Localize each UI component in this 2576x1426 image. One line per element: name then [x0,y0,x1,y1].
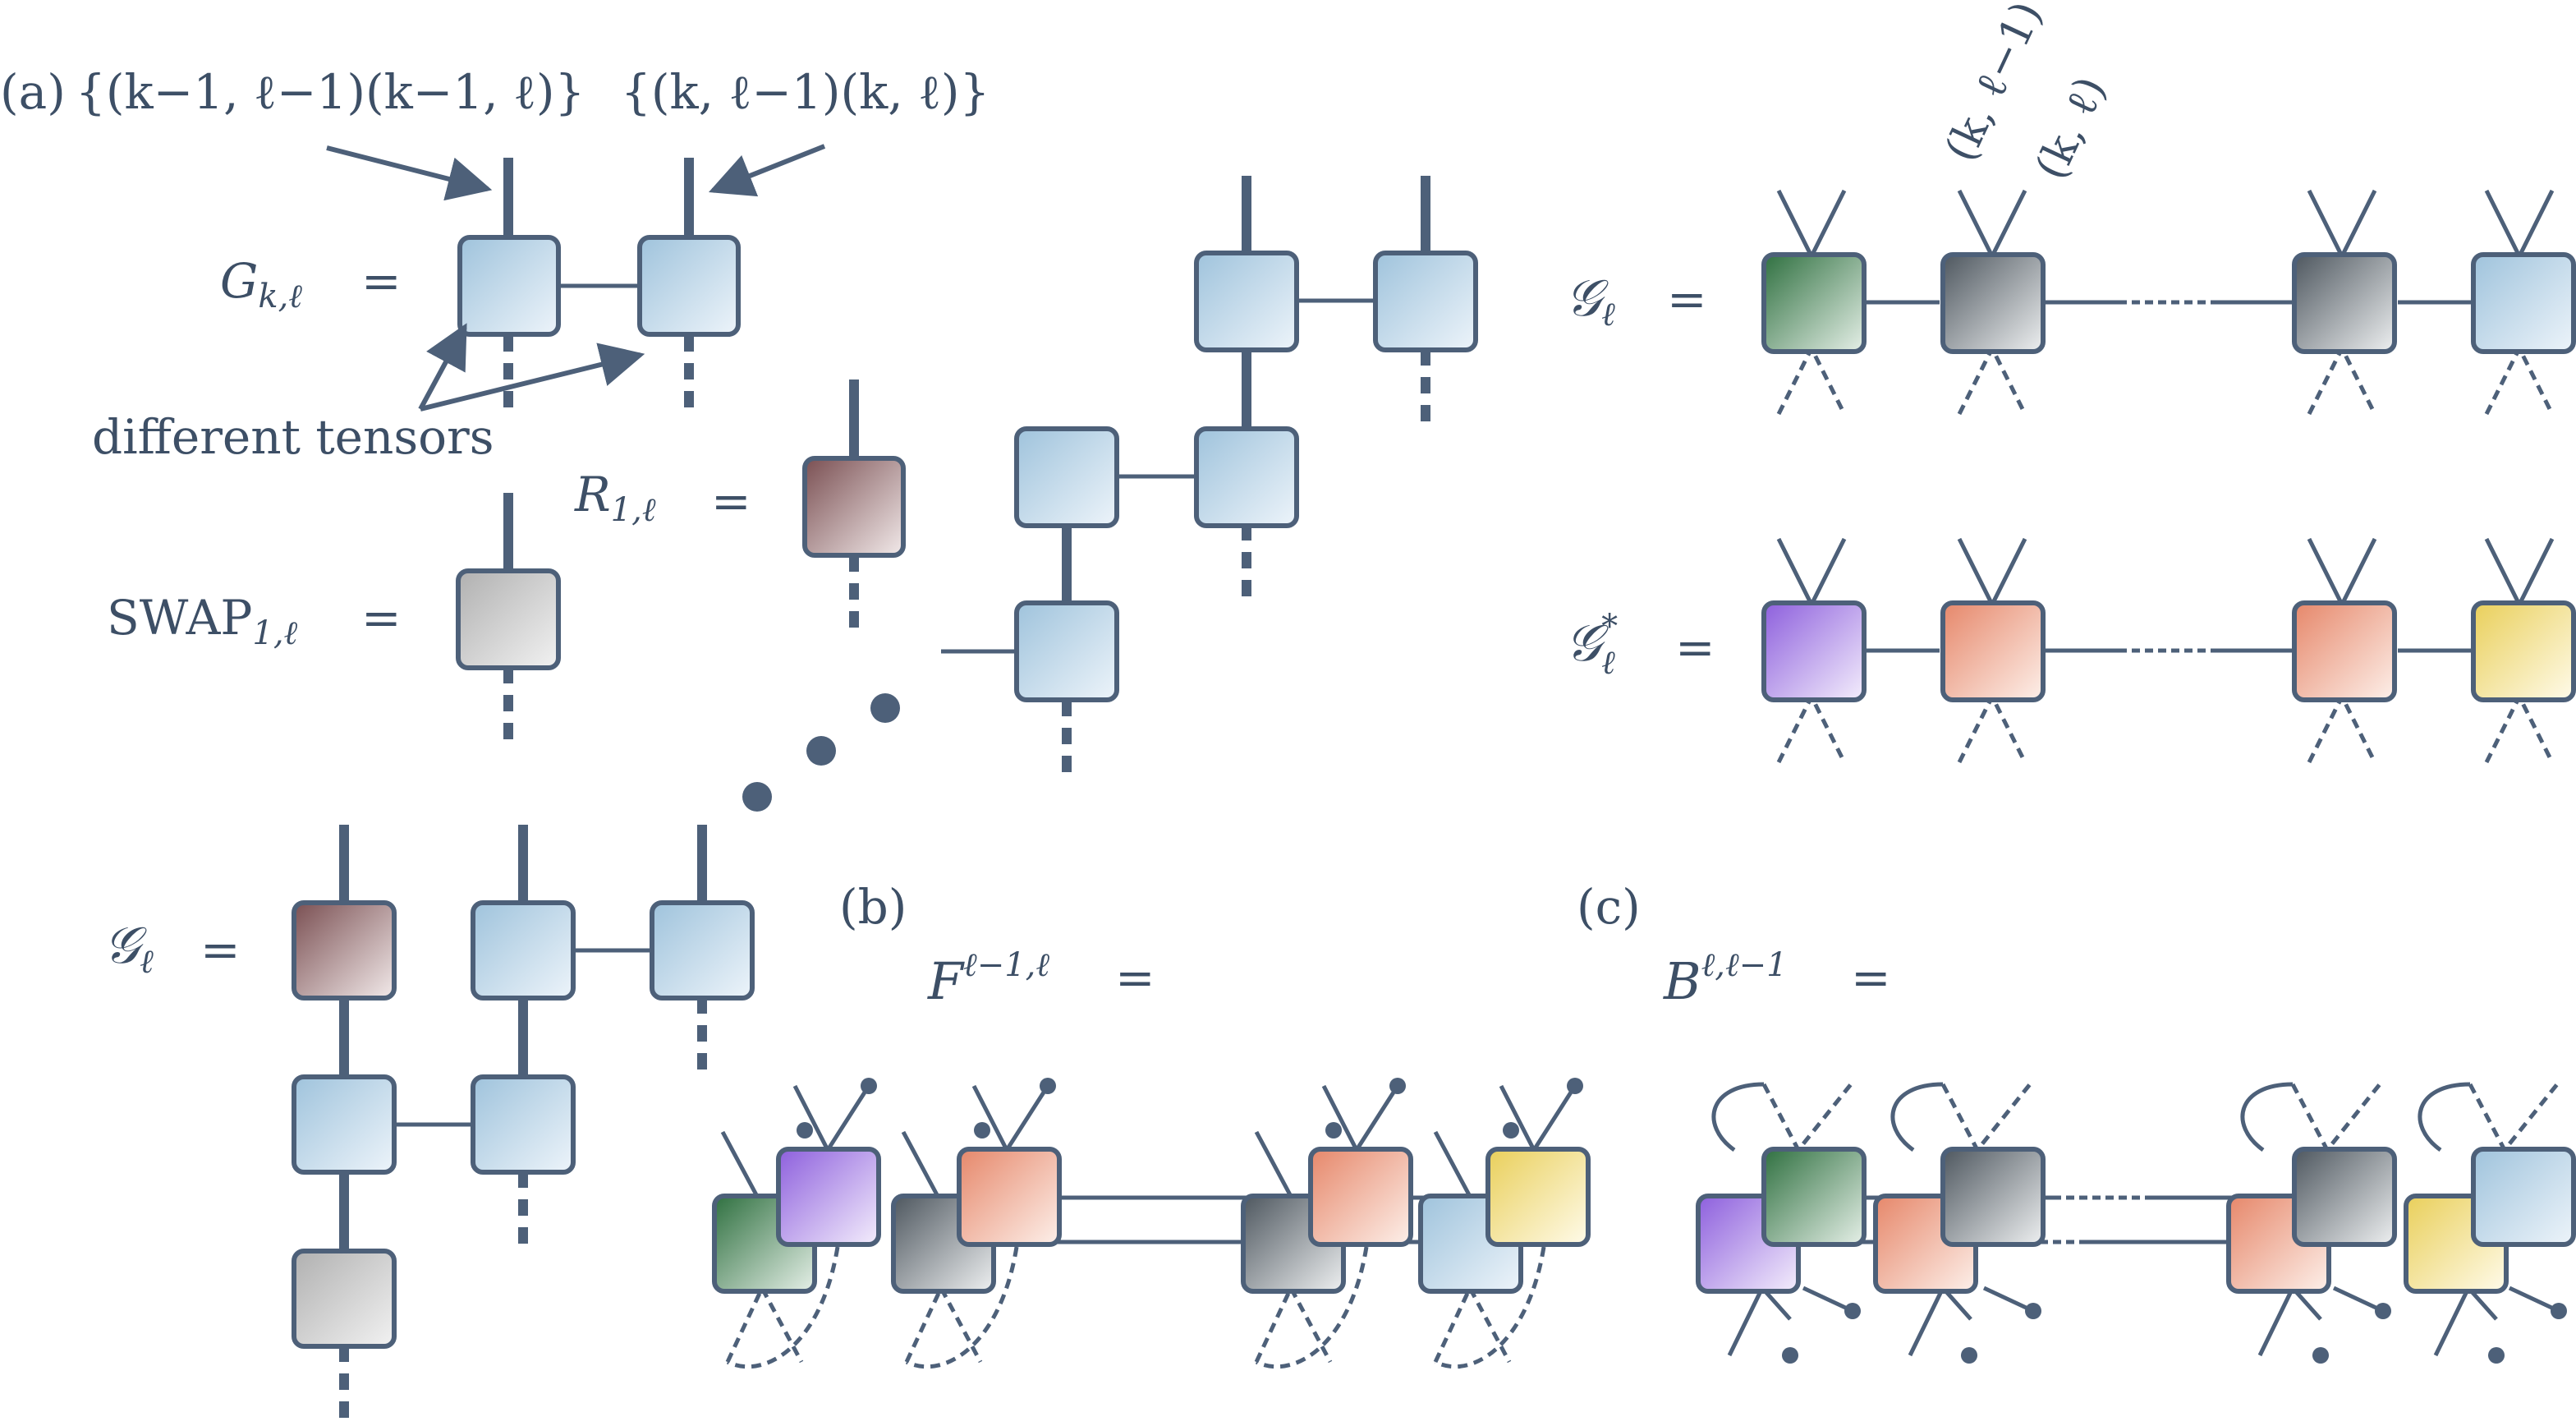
R-1l-symbol: R1,ℓ [574,467,656,529]
tensor-box [292,1249,397,1349]
tensor-box [1308,1147,1413,1247]
F-symbol: Fℓ−1,ℓ [927,946,1049,1011]
arrow-to-left-leg [326,145,493,201]
tensor-box [2471,252,2576,354]
tensor-box [456,568,561,670]
G-kl-network [326,144,826,412]
tensor-box [776,1147,881,1247]
different-tensors-label: different tensors [92,409,494,465]
tensor-box [471,900,576,1000]
calG-right-symbol: 𝒢ℓ [1565,268,1615,334]
tensor-box [1761,1147,1867,1247]
calG-star-equals: = [1675,619,1715,675]
SWAP-1l-equals: = [361,590,402,646]
G-kl-symbol: Gk,ℓ [220,253,302,315]
tensor-box [1194,251,1299,352]
R-1l-network [802,380,906,636]
calG-right-equals: = [1667,271,1707,327]
tensor-box [2292,600,2397,702]
calG-star-symbol: 𝒢*ℓ [1565,608,1618,682]
tensor-box [1194,426,1299,528]
tensor-box [957,1147,1062,1247]
leg-label-k-l: (k, ℓ) [2026,69,2115,186]
tensor-box [292,1074,397,1175]
tensor-box [2471,600,2576,702]
calG-left-equals: = [200,922,241,978]
tensor-box [457,235,561,337]
tensor-box [2292,1147,2397,1247]
arrow-to-right-leg [708,144,826,197]
R-1l-equals: = [711,473,751,529]
tensor-box [637,235,741,337]
tensor-box [1761,252,1867,354]
index-set-left-label: {(k−1, ℓ−1)(k−1, ℓ)} [76,64,585,120]
B-network [1696,1082,2576,1364]
B-equals: = [1851,950,1891,1005]
tensor-box [1761,600,1867,702]
staircase-network [742,176,1478,812]
ellipsis-dot [870,693,900,723]
F-equals: = [1115,950,1155,1005]
tensor-box [2471,1147,2576,1247]
tensor-box [471,1074,576,1175]
tensor-box [2292,252,2397,354]
arrow-to-right-tensor [420,343,645,412]
panel-c-label: (c) [1577,879,1641,935]
SWAP-1l-symbol: SWAP1,ℓ [107,590,298,652]
panel-b-label: (b) [839,879,907,935]
calG-left-symbol: 𝒢ℓ [103,915,154,981]
tensor-box [1014,426,1119,528]
ellipsis-dot [742,782,772,812]
tensor-box [802,456,906,558]
text-labels: (a) {(k−1, ℓ−1)(k−1, ℓ)} {(k, ℓ−1)(k, ℓ)… [0,0,2116,1011]
tensor-box [1940,600,2046,702]
panel-a-label: (a) [0,64,66,120]
SWAP-1l-network [456,493,561,748]
tensor-box [292,900,397,1000]
F-network [712,1078,1591,1369]
tensor-box [1940,252,2046,354]
ellipsis-dot [806,736,836,766]
tensor-box [1014,600,1119,702]
tensor-box [1940,1147,2046,1247]
G-kl-equals: = [361,253,402,309]
arrow-to-left-tensor [418,323,467,411]
tensor-box [1373,251,1478,352]
leg-label-k-lminus1: (k, ℓ−1) [1935,0,2052,168]
calG-right-network [1761,189,2576,416]
B-symbol: Bℓ,ℓ−1 [1663,946,1788,1011]
calG-star-network [1761,537,2576,764]
calG-left-network [292,825,755,1426]
tensor-box [1485,1147,1591,1247]
tensor-box [650,900,755,1000]
index-set-right-label: {(k, ℓ−1)(k, ℓ)} [621,64,990,120]
